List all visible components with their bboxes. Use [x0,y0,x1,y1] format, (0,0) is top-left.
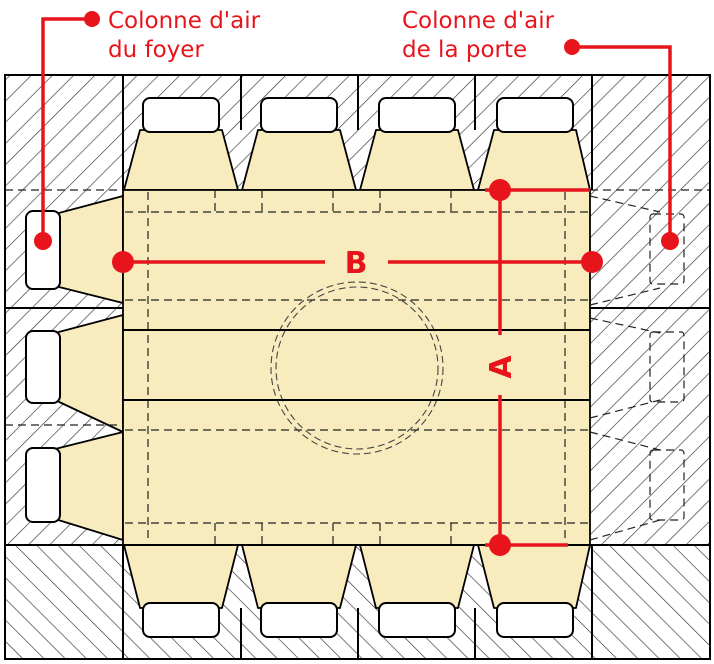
central-hole [270,281,444,455]
label-hearth-line2: du foyer [108,37,204,63]
dimension-a-label: A [484,355,519,379]
cap-bottom-2 [260,602,338,638]
channel-top-2 [241,129,357,191]
dot-hearth-start [84,11,100,27]
cap-left-3 [25,447,61,523]
leader-door [572,45,672,241]
label-door-line2: de la porte [402,37,527,63]
cap-bottom-4 [496,602,574,638]
label-door-line1: Colonne d'air [402,8,555,34]
annotation-dots [34,11,679,556]
dot-a-bottom [489,534,511,556]
cap-top-3 [378,97,456,133]
leader-hearth [41,17,92,241]
hidden-lines [5,189,710,545]
cap-bottom-3 [378,602,456,638]
cap-left-2 [25,330,61,404]
channel-bottom-1 [123,544,239,609]
central-chamber [122,189,591,546]
label-hearth-line1: Colonne d'air [108,8,261,34]
masonry-right [590,190,710,545]
cap-top-2 [260,97,338,133]
air-channels [54,129,591,609]
cap-top-4 [496,97,574,133]
dot-door-end [661,232,679,250]
cap-top-1 [142,97,220,133]
dot-b-right [581,251,603,273]
dimension-b-label: B [345,246,368,281]
brick-caps [25,97,574,638]
dot-hearth-end [34,232,52,250]
cap-bottom-1 [142,602,220,638]
channel-top-3 [359,129,475,191]
channel-bottom-2 [241,544,357,609]
dot-a-top [489,179,511,201]
channel-left-1 [54,195,124,304]
channel-top-1 [123,129,239,191]
dot-door-start [564,39,580,55]
dot-b-left [112,251,134,273]
block-outlines [4,74,711,660]
channel-bottom-3 [359,544,475,609]
